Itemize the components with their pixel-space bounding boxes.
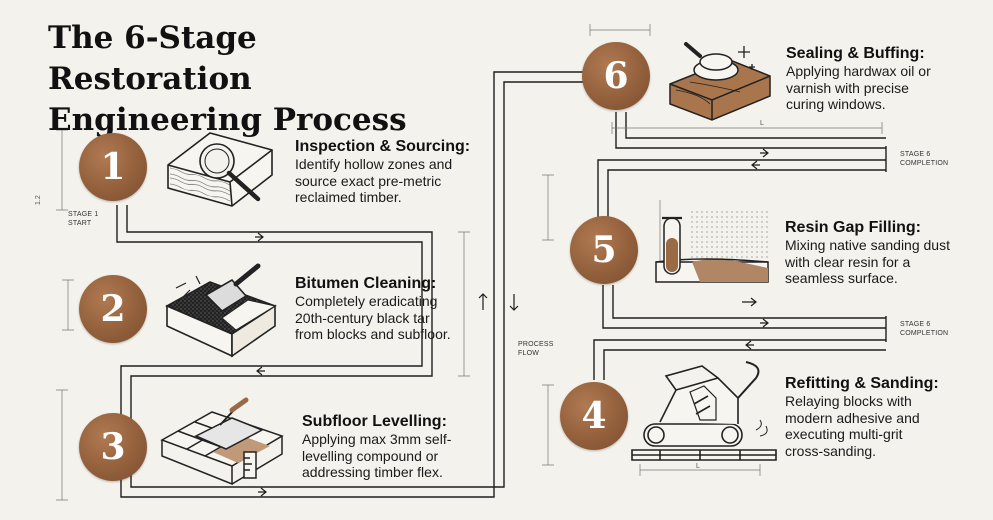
flow-arrows [255, 148, 769, 497]
trowel-icon [160, 397, 284, 486]
stage-3-description: Subfloor Levelling: Applying max 3mm sel… [302, 412, 492, 481]
stage-5-description: Resin Gap Filling: Mixing native sanding… [785, 218, 985, 287]
stage-badge-4: 4 [560, 382, 628, 450]
page-title: The 6-Stage Restoration Engineering Proc… [48, 20, 407, 138]
stage-2-heading: Bitumen Cleaning: [295, 275, 437, 292]
stage-badge-5: 5 [570, 216, 638, 284]
process-flow-path [116, 71, 887, 498]
stage-4-body: Relaying blocks with modern adhesive and… [785, 393, 920, 459]
magnifying-glass-icon [167, 132, 273, 207]
process-flow-label: PROCESS FLOW [518, 341, 554, 357]
stage-badge-3: 3 [79, 413, 147, 481]
stage-1-description: Inspection & Sourcing: Identify hollow z… [295, 137, 495, 206]
test-tube-icon [655, 210, 769, 283]
stage-3-body: Applying max 3mm self-levelling compound… [302, 431, 452, 480]
svg-text:L: L [696, 463, 700, 470]
stage-6-completion-label-top: STAGE 6 COMPLETION [900, 151, 949, 167]
stage-1-start-label: STAGE 1 START [68, 211, 99, 227]
buffer-icon [669, 42, 771, 121]
stage-6-completion-label-bottom: STAGE 6 COMPLETION [900, 321, 949, 337]
stage-5-body: Mixing native sanding dust with clear re… [785, 237, 950, 286]
stage-6-heading: Sealing & Buffing: [786, 45, 925, 62]
stage-4-heading: Refitting & Sanding: [785, 375, 939, 392]
stage-badge-6: 6 [582, 42, 650, 110]
dimension-lines [56, 24, 883, 501]
stage-5-heading: Resin Gap Filling: [785, 219, 922, 236]
stage-badge-2: 2 [79, 275, 147, 343]
stage-2-description: Bitumen Cleaning: Completely eradicating… [295, 274, 485, 343]
stage-6-body: Applying hardwax oil or varnish with pre… [786, 63, 931, 112]
stage-2-body: Completely eradicating 20th-century blac… [295, 293, 451, 342]
stage-1-heading: Inspection & Sourcing: [295, 138, 471, 155]
stage-1-body: Identify hollow zones and source exact p… [295, 156, 453, 205]
svg-text:L: L [760, 120, 764, 127]
belt-sander-icon [631, 361, 777, 461]
scraper-icon [165, 263, 277, 358]
stage-4-description: Refitting & Sanding: Relaying blocks wit… [785, 374, 975, 459]
stage-6-description: Sealing & Buffing: Applying hardwax oil … [786, 44, 976, 113]
svg-text:1.2: 1.2 [35, 195, 42, 205]
stage-3-heading: Subfloor Levelling: [302, 413, 447, 430]
stage-badge-1: 1 [79, 133, 147, 201]
